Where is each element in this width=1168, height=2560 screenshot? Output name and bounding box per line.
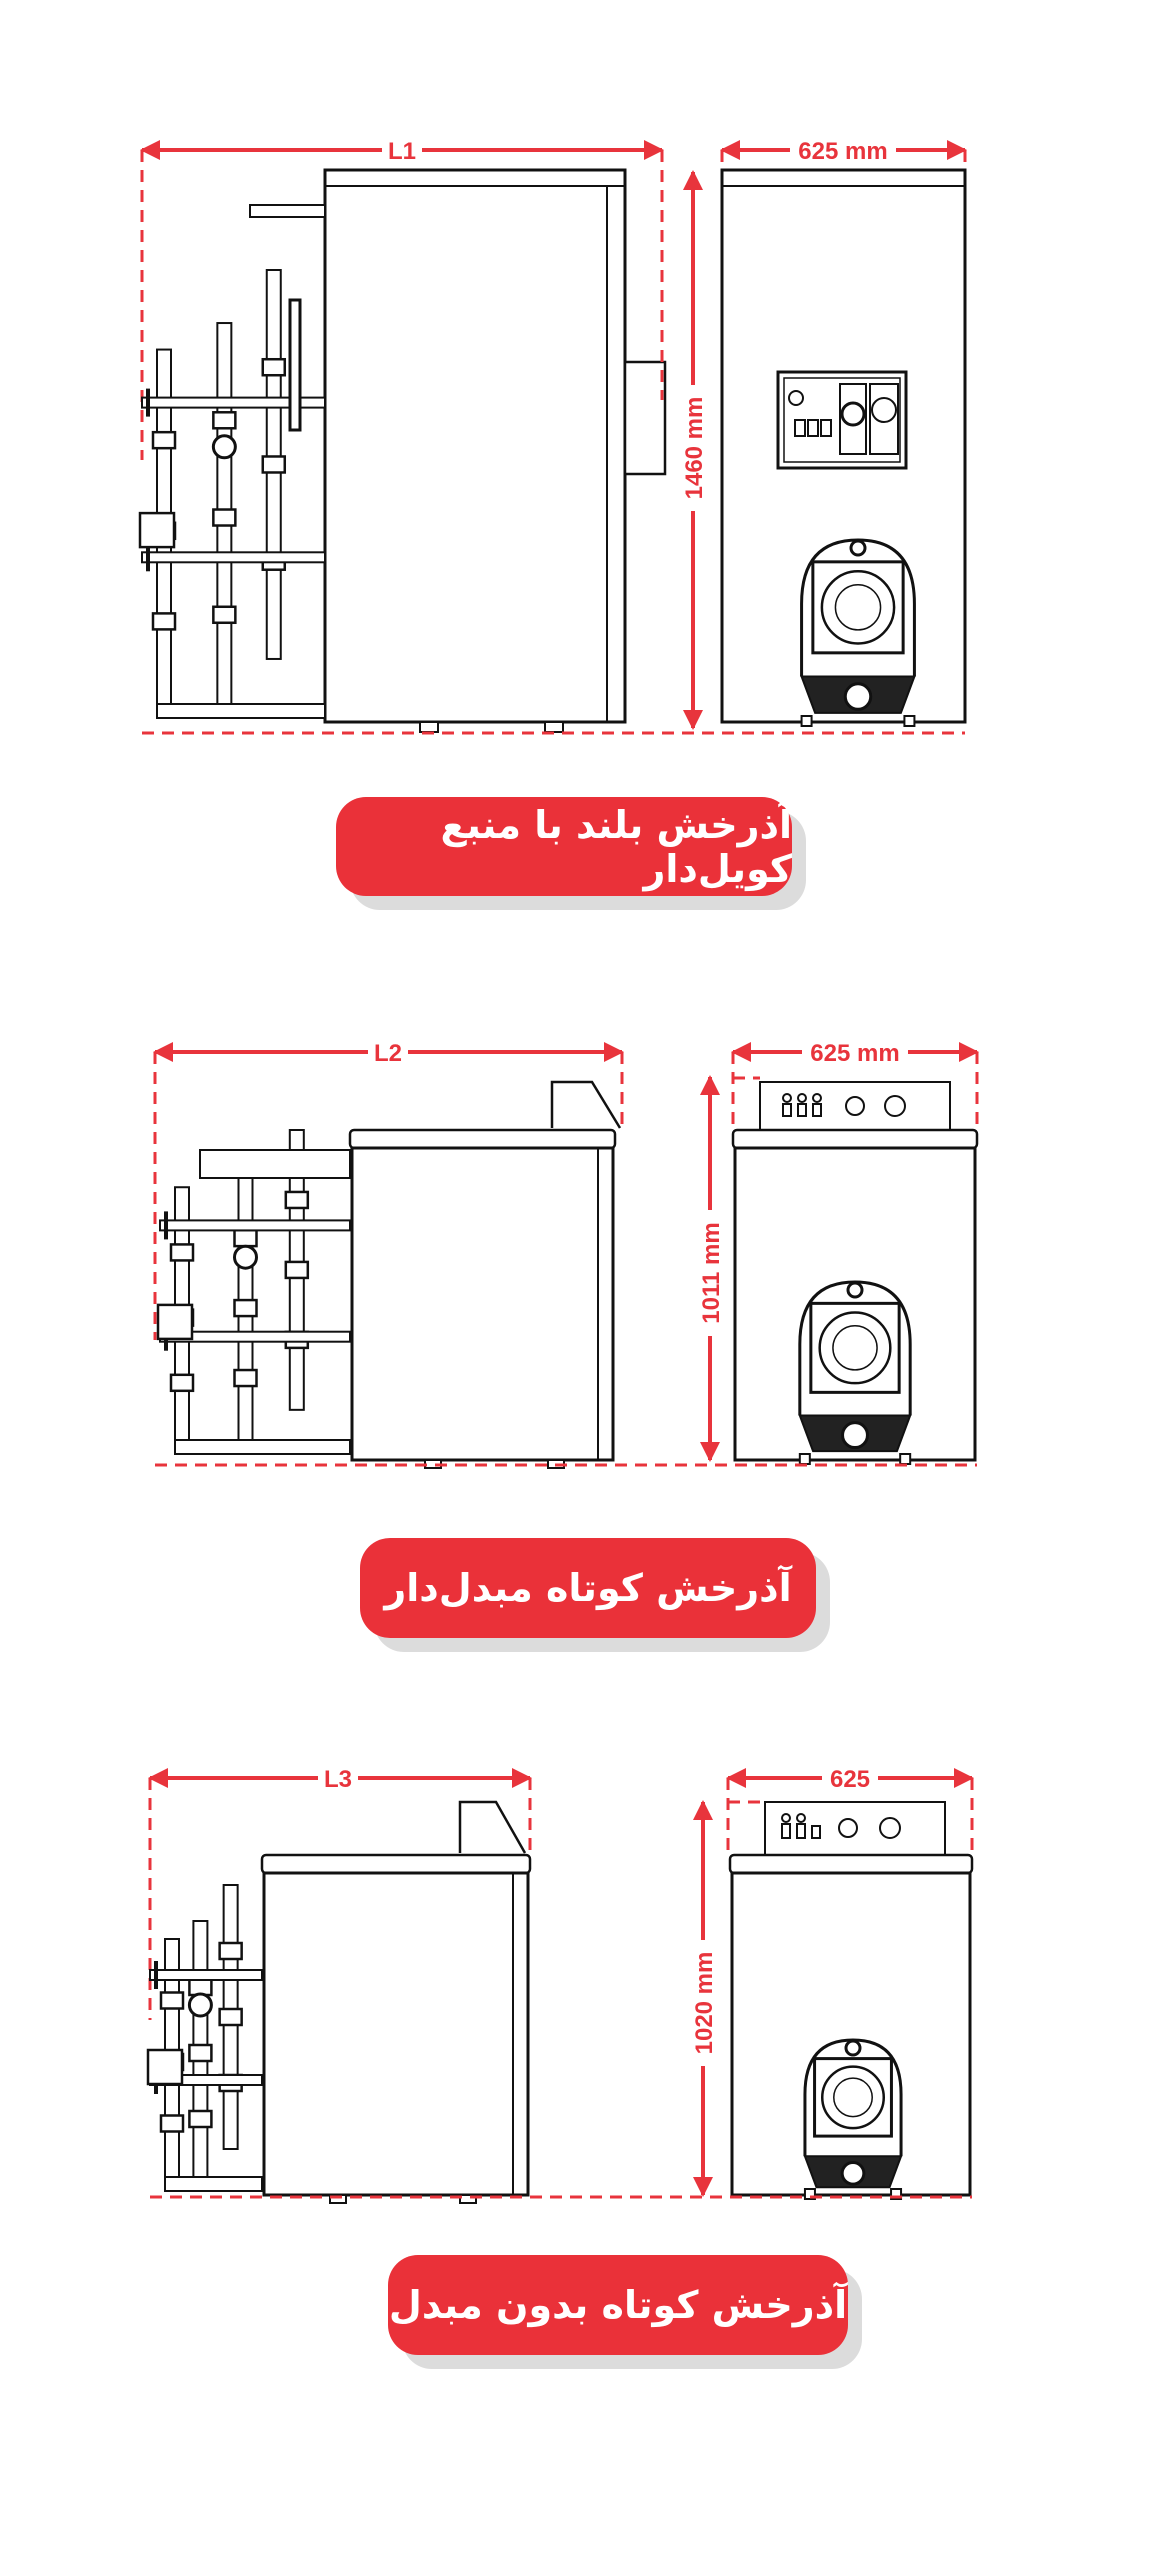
valve-wheel-icon bbox=[233, 1244, 258, 1270]
pipe-fitting bbox=[169, 1373, 195, 1393]
pipe-fitting bbox=[188, 2109, 213, 2129]
fuel-port-icon bbox=[841, 1421, 869, 1450]
side-box bbox=[623, 360, 667, 476]
pipe-fitting bbox=[159, 2114, 185, 2133]
front-view bbox=[731, 1081, 979, 1465]
pipe-fitting bbox=[151, 612, 177, 631]
length-label: L2 bbox=[374, 1040, 402, 1067]
pipe-fitting bbox=[233, 1298, 258, 1318]
boiler-body-side bbox=[323, 168, 627, 724]
circulation-pump-icon bbox=[146, 2048, 184, 2086]
height-label: 1020 mm bbox=[691, 1952, 718, 2055]
height-label: 1011 mm bbox=[698, 1222, 725, 1323]
section-short-boiler-no-exchanger: L3 625 1020 mm bbox=[148, 1764, 974, 2204]
horizontal-pipe bbox=[159, 1219, 351, 1232]
burner-assembly bbox=[800, 538, 916, 727]
bottom-pipe bbox=[156, 703, 326, 719]
top-control-box bbox=[550, 1080, 622, 1129]
pipe-fitting bbox=[284, 1260, 310, 1280]
side-view bbox=[323, 168, 667, 733]
section-short-boiler-exchanger: L2 625 mm 1011 mm bbox=[153, 1038, 979, 1469]
bottom-pipe bbox=[174, 1439, 351, 1455]
fuel-port-icon bbox=[843, 682, 873, 711]
width-label: 625 mm bbox=[798, 138, 887, 165]
pipes-exchanger bbox=[156, 1129, 351, 1455]
front-view bbox=[720, 168, 967, 727]
circulation-pump-icon bbox=[156, 1303, 194, 1341]
side-view bbox=[260, 1800, 532, 2204]
length-label: L3 bbox=[324, 1766, 352, 1793]
bottom-pipe bbox=[164, 2176, 263, 2192]
length-label: L1 bbox=[388, 138, 416, 165]
horizontal-pipe bbox=[149, 1969, 263, 1981]
control-panel bbox=[776, 370, 908, 470]
fuel-port-icon bbox=[840, 2160, 866, 2186]
width-label: 625 bbox=[830, 1766, 870, 1793]
pipe-fitting bbox=[284, 1190, 310, 1210]
pipe-fitting bbox=[169, 1243, 195, 1262]
dashed-guides bbox=[153, 1052, 979, 1467]
pipe-fitting bbox=[159, 1991, 185, 2010]
lifting-eye-icon bbox=[846, 1281, 864, 1299]
top-control-box bbox=[458, 1800, 527, 1854]
section-title-tall-coil: آذرخش بلند با منبع کویل‌دار bbox=[336, 797, 792, 896]
section-title-short-exchanger: آذرخش کوتاه مبدل‌دار bbox=[360, 1538, 816, 1638]
side-view bbox=[348, 1080, 622, 1469]
piping-assemblies bbox=[138, 204, 351, 2192]
height-label: 1460 mm bbox=[681, 397, 708, 500]
burner-assembly bbox=[803, 2038, 903, 2200]
pipe-fitting bbox=[233, 1368, 258, 1388]
valve-wheel-icon bbox=[211, 434, 237, 460]
horizontal-pipe bbox=[141, 551, 326, 564]
pipe-fitting bbox=[233, 1228, 258, 1248]
boiler-body-side bbox=[262, 1871, 530, 2197]
pipe-fitting bbox=[261, 455, 287, 474]
exchanger-manifold bbox=[199, 1149, 351, 1179]
front-view bbox=[728, 1801, 974, 2200]
pipe-fitting bbox=[212, 605, 237, 625]
pipe-fitting bbox=[261, 357, 287, 377]
pipe-fitting bbox=[212, 508, 237, 527]
lifting-eye-icon bbox=[844, 2039, 862, 2057]
pipe-fitting bbox=[151, 430, 177, 450]
dashed-guides bbox=[140, 150, 967, 735]
pipe-fitting bbox=[218, 1941, 243, 1961]
pipe-fitting bbox=[188, 2043, 213, 2063]
pipes-no-exchanger bbox=[146, 1884, 263, 2192]
width-label: 625 mm bbox=[810, 1040, 899, 1067]
pipes-tall bbox=[138, 269, 326, 719]
valve-wheel-icon bbox=[187, 1992, 213, 2018]
burner-assembly bbox=[798, 1280, 912, 1465]
boiler-body-side bbox=[350, 1146, 615, 1462]
pipe-fitting bbox=[212, 411, 237, 430]
control-panel bbox=[759, 1081, 951, 1131]
control-panel bbox=[764, 1801, 946, 1856]
section-tall-boiler: L1 625 mm 1460 mm bbox=[140, 136, 967, 735]
pipe bbox=[249, 204, 326, 218]
circulation-pump-icon bbox=[138, 511, 176, 549]
section-title-short-no-exchanger: آذرخش کوتاه بدون مبدل bbox=[388, 2255, 848, 2355]
horizontal-pipe bbox=[141, 396, 326, 409]
pipe-fitting bbox=[218, 2007, 243, 2027]
heat-exchanger-flange bbox=[288, 298, 302, 432]
lifting-eye-icon bbox=[849, 539, 867, 557]
